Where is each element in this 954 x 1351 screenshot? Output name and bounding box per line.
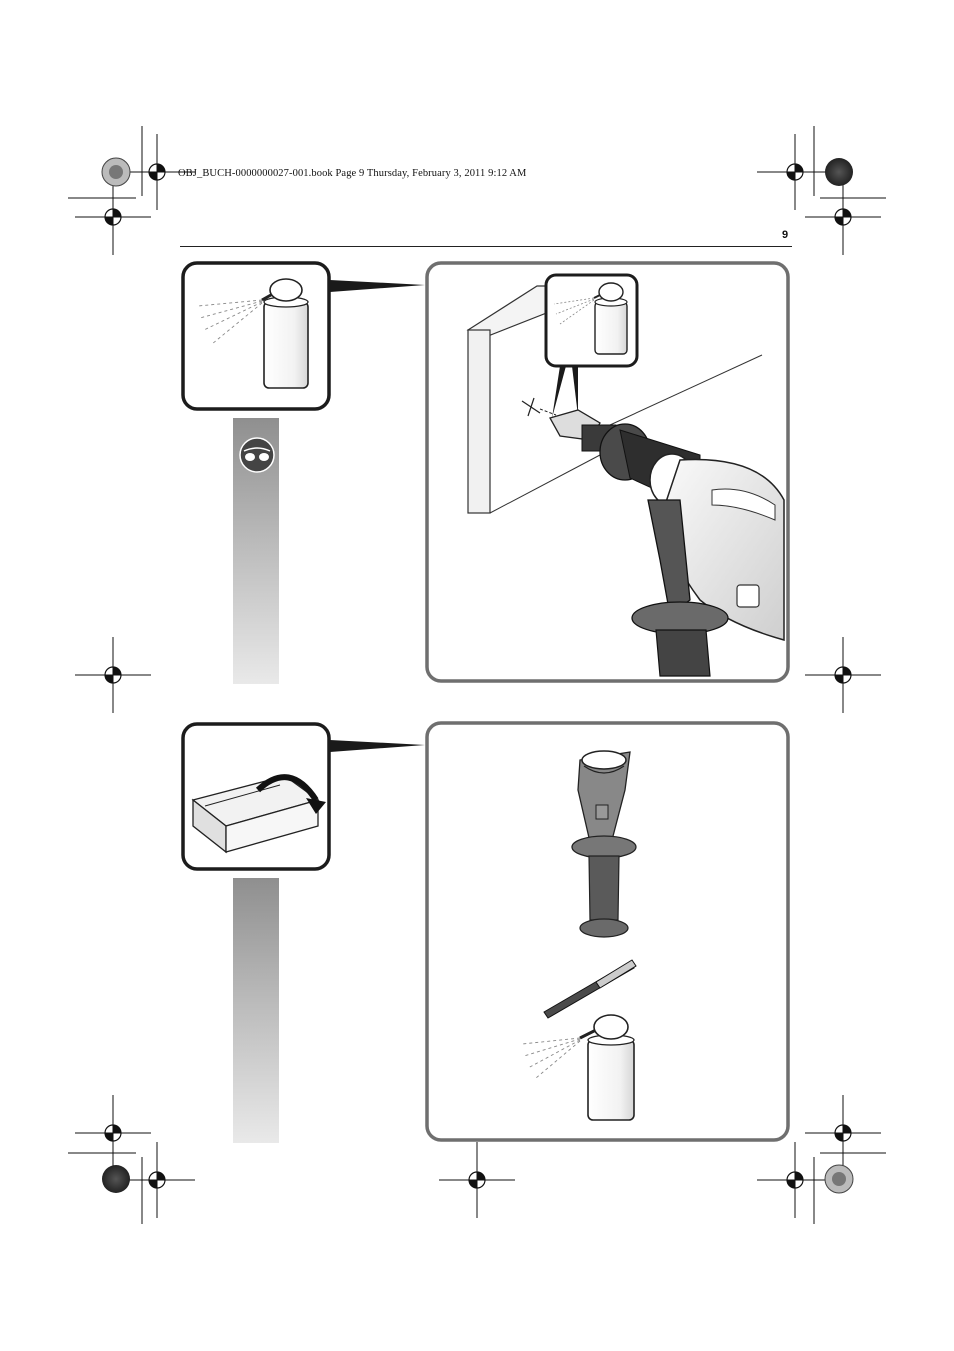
header-rule <box>180 246 792 247</box>
depth-stop-rod <box>543 959 637 1019</box>
rotary-drill <box>549 409 785 677</box>
lubricant-spray-can <box>521 1014 635 1121</box>
step-2-box-callout <box>181 722 331 871</box>
step-bar-2 <box>233 878 279 1143</box>
page-number: 9 <box>782 229 789 241</box>
step-1-spray-callout <box>181 261 331 411</box>
callout-connector-1 <box>330 280 425 292</box>
step-2-main-panel <box>425 721 790 1142</box>
starburst-swatch-icon <box>101 157 854 1194</box>
step-1-main-panel <box>425 261 790 683</box>
callout-connector-2 <box>330 740 425 752</box>
book-header-line: OBJ_BUCH-0000000027-001.book Page 9 Thur… <box>178 168 527 179</box>
safety-goggles-icon <box>239 437 275 473</box>
auxiliary-handle <box>571 750 637 938</box>
crop-marks <box>68 126 886 1224</box>
drill-position-mark <box>521 397 557 417</box>
inset-spray-callout <box>544 273 639 418</box>
